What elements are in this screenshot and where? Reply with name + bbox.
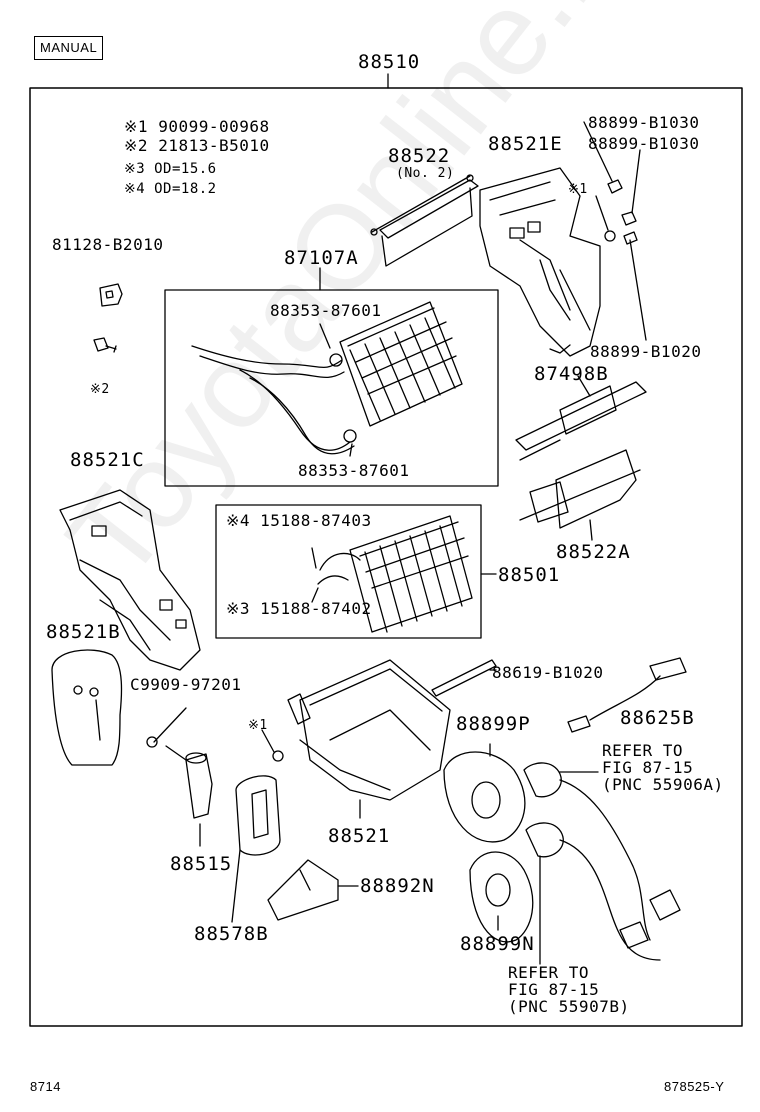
- refer-note-a: REFER TO FIG 87-15 (PNC 55906A): [602, 742, 724, 793]
- label-88515: 88515: [170, 853, 233, 875]
- clips-88899-shape: [583, 121, 647, 341]
- note-3-text: OD=15.6: [154, 161, 217, 177]
- label-88522: 88522: [388, 145, 451, 167]
- label-88899-b1030-b: 88899-B1030: [588, 134, 700, 153]
- assembly-frame: [29, 87, 743, 1027]
- core-88501-box: [215, 504, 482, 639]
- gasket-88578b-shape: [231, 775, 281, 923]
- damper-88522-shape: [370, 174, 479, 267]
- part-88515-shape: [153, 707, 213, 847]
- label-88522-sub: (No. 2): [396, 166, 455, 181]
- evaporator-88501-shape: [311, 515, 473, 633]
- assembly-part-number: 88510: [358, 51, 421, 73]
- plate-88521b-shape: [51, 649, 123, 766]
- note-4: ※4 OD=18.2: [124, 181, 217, 197]
- note-1: ※1 90099-00968: [124, 118, 270, 135]
- harness-88625b-shape: [567, 657, 687, 733]
- label-87107a: 87107A: [284, 247, 359, 269]
- label-88899p: 88899P: [456, 713, 531, 735]
- label-88522a: 88522A: [556, 541, 631, 563]
- label-15188-87402: ※3 15188-87402: [226, 599, 372, 618]
- refer-a-line1: REFER TO: [602, 741, 684, 760]
- refer-note-b: REFER TO FIG 87-15 (PNC 55907B): [508, 964, 630, 1015]
- label-88625b: 88625B: [620, 707, 695, 729]
- case-88521-shape: [287, 659, 451, 819]
- note-4-text: OD=18.2: [154, 181, 217, 197]
- label-screw-mark-2: ※2: [90, 382, 110, 397]
- note-1-mark: ※1: [124, 117, 149, 136]
- s-marks-shape: [146, 230, 616, 762]
- label-88353-87601-top: 88353-87601: [270, 301, 382, 320]
- note-3-mark: ※3: [124, 161, 146, 177]
- label-15188-87403: ※4 15188-87403: [226, 511, 372, 530]
- shroud-88899p-shape: [443, 743, 526, 843]
- motors-refer-shape: [523, 762, 681, 965]
- label-mark-1-mid: ※1: [248, 718, 268, 733]
- refer-b-line1: REFER TO: [508, 963, 590, 982]
- refer-a-line2: FIG 87-15: [602, 758, 694, 777]
- clip-81128-shape: [99, 283, 123, 307]
- case-88521e-shape: [479, 167, 601, 357]
- damper-88522a-shape: [519, 449, 641, 541]
- shroud-88899n-shape: [469, 851, 534, 943]
- duct-87498b-shape: [515, 375, 647, 461]
- refer-a-line3: (PNC 55906A): [602, 775, 724, 794]
- footer-page-number: 8714: [30, 1079, 61, 1094]
- manual-badge: MANUAL: [34, 36, 104, 60]
- label-mark-1-top: ※1: [568, 182, 588, 197]
- note-4-mark: ※4: [124, 181, 146, 197]
- label-88521b: 88521B: [46, 621, 121, 643]
- label-88619-b1020: 88619-B1020: [492, 663, 604, 682]
- label-88353-87601-bottom: 88353-87601: [298, 461, 410, 480]
- heater-core-87107a-shape: [191, 301, 463, 457]
- label-88899-b1020: 88899-B1020: [590, 342, 702, 361]
- screw-2-shape: [93, 337, 117, 353]
- note-3: ※3 OD=15.6: [124, 161, 217, 177]
- case-88521c-shape: [59, 489, 201, 671]
- label-88521: 88521: [328, 825, 391, 847]
- label-c9909-97201: C9909-97201: [130, 675, 242, 694]
- part-88892n-shape: [267, 859, 359, 921]
- label-81128-b2010: 81128-B2010: [52, 235, 164, 254]
- refer-b-line3: (PNC 55907B): [508, 997, 630, 1016]
- refer-b-line2: FIG 87-15: [508, 980, 600, 999]
- strip-88619-shape: [431, 659, 497, 697]
- label-88521e: 88521E: [488, 133, 563, 155]
- label-88899n: 88899N: [460, 933, 535, 955]
- note-2: ※2 21813-B5010: [124, 137, 270, 154]
- label-88899-b1030-a: 88899-B1030: [588, 113, 700, 132]
- label-88578b: 88578B: [194, 923, 269, 945]
- label-87498b: 87498B: [534, 363, 609, 385]
- note-1-text: 90099-00968: [158, 117, 270, 136]
- note-2-mark: ※2: [124, 136, 149, 155]
- note-2-text: 21813-B5010: [158, 136, 270, 155]
- label-88521c: 88521C: [70, 449, 145, 471]
- label-88892n: 88892N: [360, 875, 435, 897]
- heater-core-box: [164, 289, 499, 487]
- label-88501: 88501: [498, 564, 561, 586]
- footer-figure-code: 878525-Y: [664, 1079, 725, 1094]
